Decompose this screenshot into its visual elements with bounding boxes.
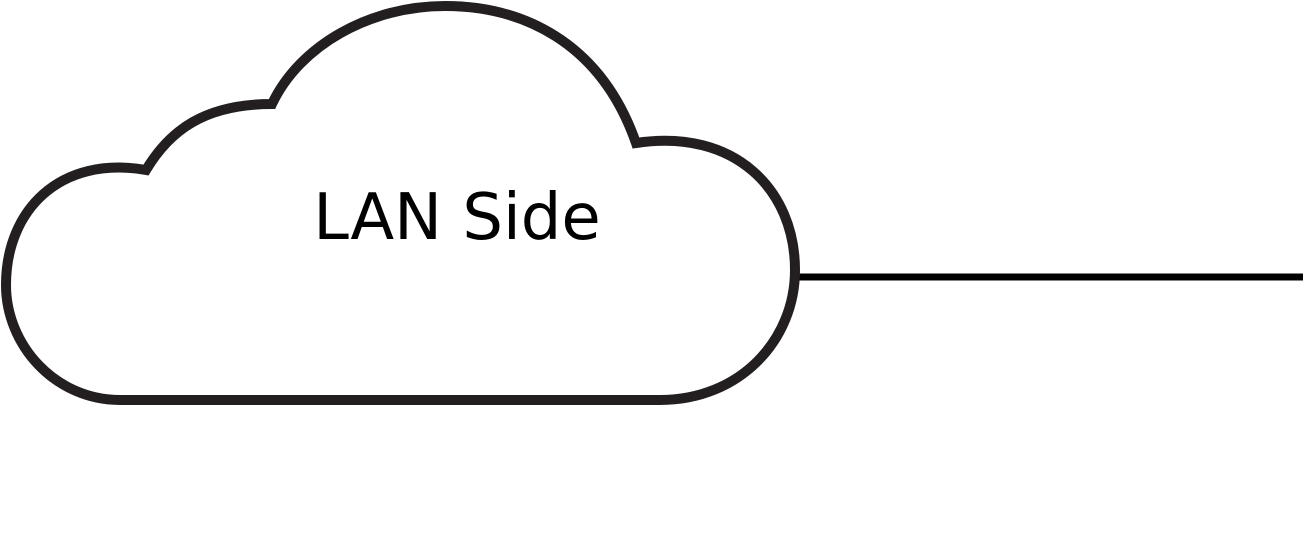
cloud-icon [0, 0, 801, 405]
cloud-label: LAN Side [313, 181, 601, 255]
